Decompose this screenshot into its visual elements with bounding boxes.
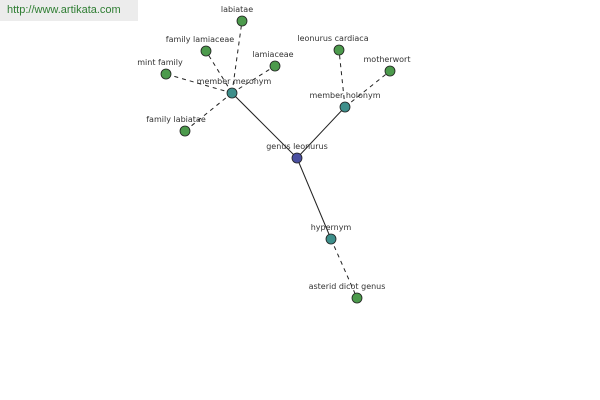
node-member-meronym[interactable] xyxy=(226,87,238,99)
edge-member-meronym-to-lamiaceae xyxy=(231,65,276,94)
node-label-motherwort: motherwort xyxy=(364,55,411,64)
node-mint-family[interactable] xyxy=(160,68,172,80)
node-label-family-labiatae: family labiatae xyxy=(146,115,206,124)
node-family-lamiaceae[interactable] xyxy=(200,45,212,57)
node-label-mint-family: mint family xyxy=(137,58,183,67)
node-lamiaceae[interactable] xyxy=(269,60,281,72)
node-label-leonurus-cardiaca: leonurus cardiaca xyxy=(297,34,368,43)
node-label-asterid-dicot-genus: asterid dicot genus xyxy=(309,282,386,291)
edge-genus-leonurus-to-member-holonym xyxy=(296,106,346,159)
edge-genus-leonurus-to-member-meronym xyxy=(231,92,298,159)
node-label-labiatae: labiatae xyxy=(221,5,253,14)
node-hypernym[interactable] xyxy=(325,233,337,245)
node-leonurus-cardiaca[interactable] xyxy=(333,44,345,56)
node-label-member-holonym: member holonym xyxy=(309,91,380,100)
edge-member-holonym-to-leonurus-cardiaca xyxy=(338,49,346,108)
node-label-member-meronym: member meronym xyxy=(197,77,272,86)
edge-member-meronym-to-family-lamiaceae xyxy=(205,50,233,94)
watermark-url: http://www.artikata.com xyxy=(0,0,138,21)
node-member-holonym[interactable] xyxy=(339,101,351,113)
node-asterid-dicot-genus[interactable] xyxy=(351,292,363,304)
edge-member-meronym-to-mint-family xyxy=(165,73,233,94)
node-label-genus-leonurus: genus leonurus xyxy=(266,142,328,151)
graph-labels: genus leonurus member meronym member holon… xyxy=(137,5,410,291)
node-label-family-lamiaceae: family lamiaceae xyxy=(166,35,235,44)
edge-hypernym-to-asterid-dicot-genus xyxy=(330,238,358,299)
graph-edges xyxy=(165,20,391,299)
edge-genus-leonurus-to-hypernym xyxy=(296,157,332,240)
edge-member-meronym-to-family-labiatae xyxy=(184,92,233,132)
edge-member-holonym-to-motherwort xyxy=(344,70,391,108)
node-labiatae[interactable] xyxy=(236,15,248,27)
graph-nodes xyxy=(160,15,396,304)
node-motherwort[interactable] xyxy=(384,65,396,77)
node-genus-leonurus[interactable] xyxy=(291,152,303,164)
node-label-lamiaceae: lamiaceae xyxy=(252,50,293,59)
node-family-labiatae[interactable] xyxy=(179,125,191,137)
node-label-hypernym: hypernym xyxy=(311,223,352,232)
